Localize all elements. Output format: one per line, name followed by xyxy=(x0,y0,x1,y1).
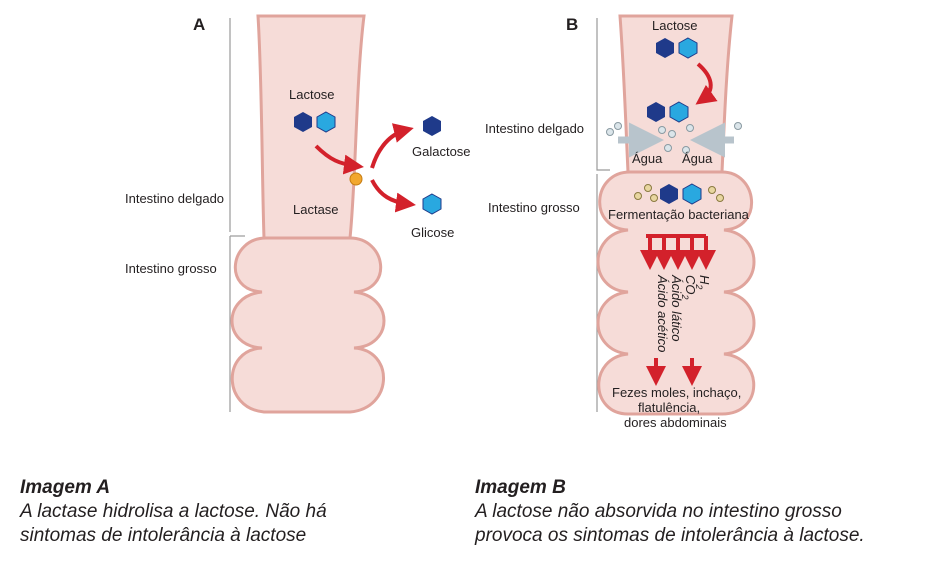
large-intestine-tube-a xyxy=(230,236,386,414)
glucose-hex-icon-b2 xyxy=(669,101,689,123)
galactose-hex-icon xyxy=(294,112,312,132)
panel-b-letter: B xyxy=(566,15,578,34)
small-intestine-bracket-b xyxy=(596,18,610,171)
small-intestine-label-b: Intestino delgado xyxy=(485,121,584,136)
galactose-hex-icon-b2 xyxy=(647,102,665,122)
caption-b: Imagem B A lactose não absorvida no inte… xyxy=(475,476,865,548)
large-intestine-label-a: Intestino grosso xyxy=(125,261,217,276)
caption-a-title: Imagem A xyxy=(20,477,111,498)
caption-a: Imagem A A lactase hidrolisa a lactose. … xyxy=(20,476,327,548)
galactose-product-icon xyxy=(423,116,441,136)
fermentation-label: Fermentação bacteriana xyxy=(608,207,750,222)
lactase-label: Lactase xyxy=(293,202,339,217)
galactose-label: Galactose xyxy=(412,144,471,159)
symptoms-line-3: dores abdominais xyxy=(624,415,727,430)
panel-a-letter: A xyxy=(193,15,205,34)
large-intestine-label-b: Intestino grosso xyxy=(488,200,580,215)
large-intestine-tube-b xyxy=(596,170,756,416)
water-label-left: Água xyxy=(632,151,663,166)
caption-b-title: Imagem B xyxy=(475,477,566,498)
galactose-hex-icon-b3 xyxy=(660,184,678,204)
bacteria-icons xyxy=(634,184,658,202)
water-label-right: Água xyxy=(682,151,713,166)
caption-a-line-2: sintomas de intolerância à lactose xyxy=(20,525,307,546)
glucose-product-icon xyxy=(422,193,442,215)
galactose-arrow xyxy=(370,123,414,169)
glucose-hex-icon xyxy=(316,111,336,133)
glucose-hex-icon-b3 xyxy=(682,183,702,205)
panel-a: A Lactose Lactase Galactose Glicose Inte… xyxy=(125,14,471,414)
water-molecules xyxy=(606,122,742,154)
glucose-hex-icon-b xyxy=(678,37,698,59)
lactose-label-b: Lactose xyxy=(652,18,698,33)
panel-b: B Lactose Água Água Intestino delgado In… xyxy=(485,14,756,430)
galactose-hex-icon-b xyxy=(656,38,674,58)
acetic-acid-label: Ácido acético xyxy=(655,274,670,352)
lactose-descent-arrow xyxy=(695,62,718,105)
glucose-label: Glicose xyxy=(411,225,454,240)
symptoms-line-1: Fezes moles, inchaço, xyxy=(612,385,741,400)
small-intestine-label-a: Intestino delgado xyxy=(125,191,224,206)
caption-a-line-1: A lactase hidrolisa a lactose. Não há xyxy=(20,501,327,522)
hydrolysis-arrow xyxy=(314,144,364,175)
symptoms-line-2: flatulência, xyxy=(638,400,700,415)
co2-label: CO2 xyxy=(680,275,698,300)
lactose-label-a: Lactose xyxy=(289,87,335,102)
h2-label: H2 xyxy=(694,275,712,289)
glucose-arrow xyxy=(370,179,416,213)
small-intestine-tube-b xyxy=(618,14,734,174)
caption-b-line-2: provoca os sintomas de intolerância à la… xyxy=(475,525,865,546)
lactase-enzyme-icon xyxy=(349,172,363,186)
lactic-acid-label: Ácido lático xyxy=(669,274,684,341)
caption-b-line-1: A lactose não absorvida no intestino gro… xyxy=(475,501,842,522)
gas-arrows xyxy=(640,234,716,270)
